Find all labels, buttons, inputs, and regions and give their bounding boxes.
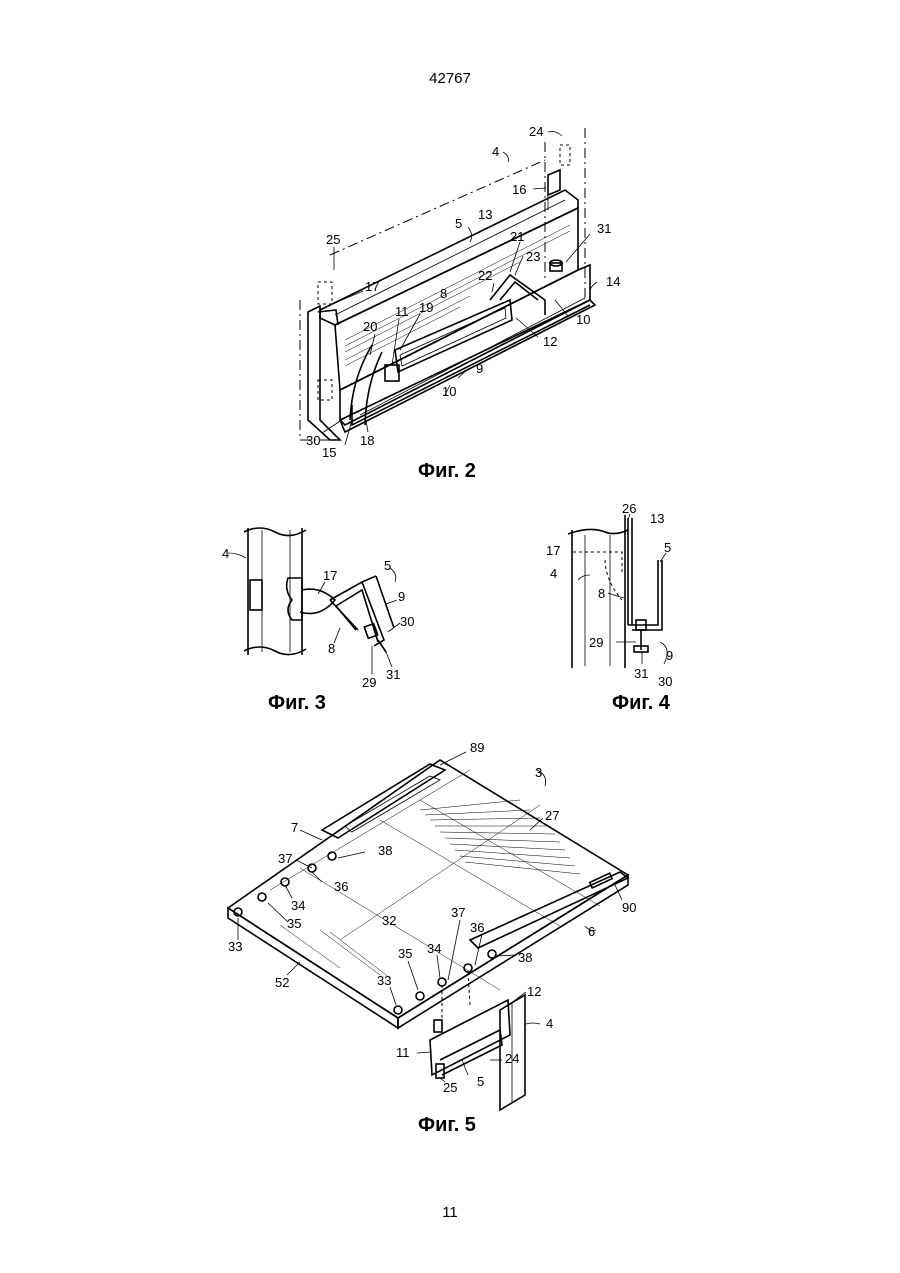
fig5-label: 24 (505, 1051, 519, 1066)
fig5-label: 5 (477, 1074, 484, 1089)
fig5-label: 7 (291, 820, 298, 835)
fig5-label: 6 (588, 924, 595, 939)
fig5-label: 35 (287, 916, 301, 931)
fig5-label: 52 (275, 975, 289, 990)
fig5-label: 34 (291, 898, 305, 913)
fig5-label: 36 (470, 920, 484, 935)
fig5-label: 4 (546, 1016, 553, 1031)
fig5-label: 32 (382, 913, 396, 928)
fig5-label: 27 (545, 808, 559, 823)
fig5-label: 3 (535, 765, 542, 780)
fig5-label: 33 (228, 939, 242, 954)
fig5-label: 33 (377, 973, 391, 988)
fig5-label: 35 (398, 946, 412, 961)
fig5-label: 36 (334, 879, 348, 894)
page-number: 11 (0, 1204, 900, 1221)
fig5-label: 38 (518, 950, 532, 965)
fig5-label: 11 (396, 1045, 410, 1060)
fig5-label: 90 (622, 900, 636, 915)
fig5-label: 38 (378, 843, 392, 858)
fig5-label: 37 (451, 905, 465, 920)
fig5-label: 37 (278, 851, 292, 866)
fig5-label: 89 (470, 740, 484, 755)
figure-5-caption: Фиг. 5 (418, 1114, 476, 1137)
fig5-label: 34 (427, 941, 441, 956)
fig5-label: 25 (443, 1080, 457, 1095)
fig5-label: 12 (527, 984, 541, 999)
